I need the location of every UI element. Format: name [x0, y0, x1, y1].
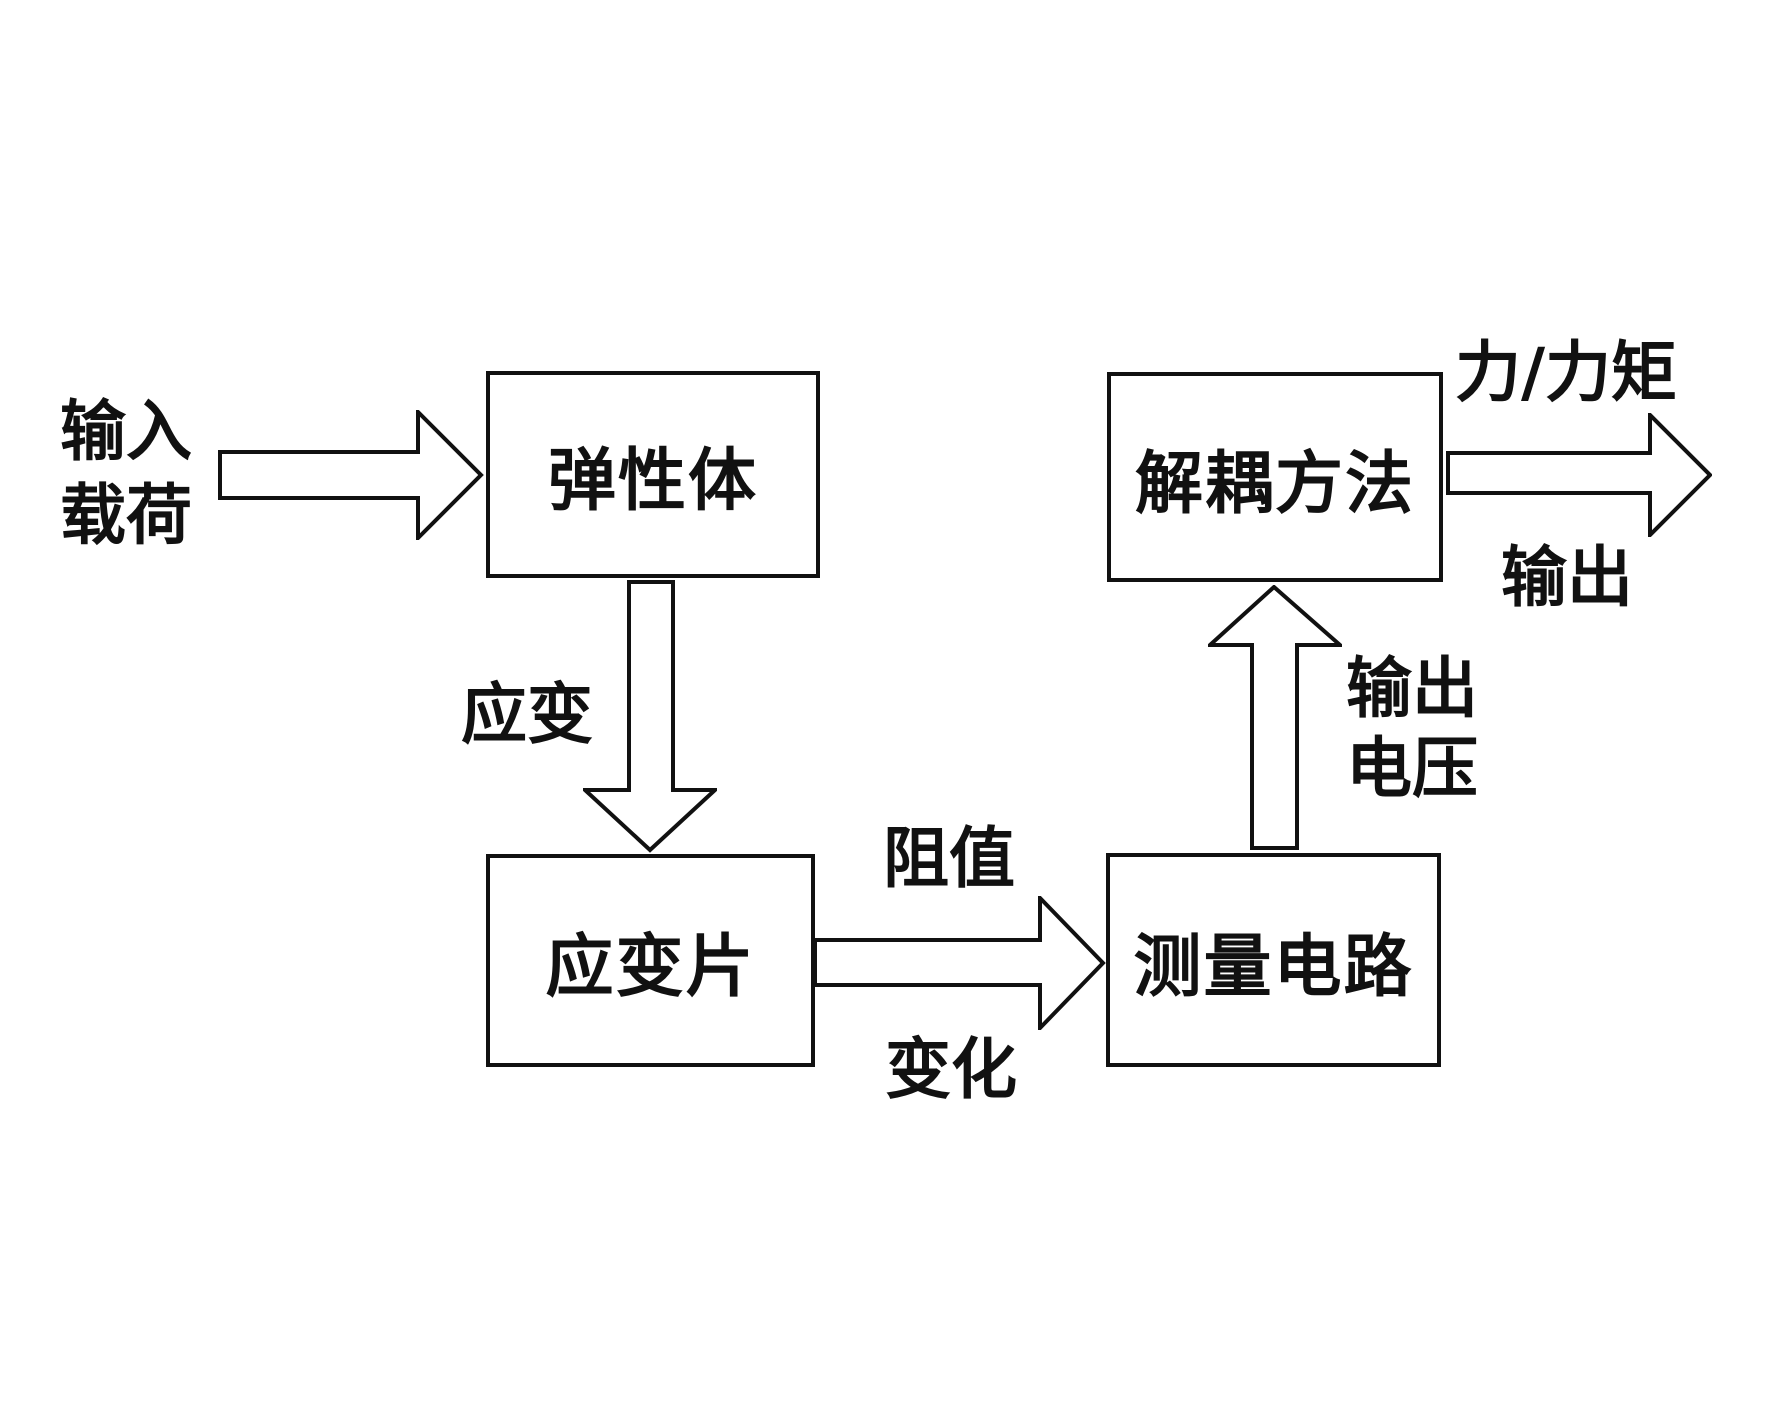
output-arrow: [1446, 413, 1712, 537]
node-decoupling-method-label: 解耦方法: [1134, 444, 1415, 524]
node-strain-gauge-label: 应变片: [545, 928, 756, 1007]
resistance-value-label: 阻值: [883, 820, 1015, 897]
node-measurement-circuit-label: 测量电路: [1133, 927, 1414, 1007]
force-torque-label: 力/力矩: [1454, 334, 1678, 411]
input-load-line1: 输入: [60, 393, 192, 470]
node-decoupling-method: 解耦方法: [1107, 372, 1443, 582]
resistance-arrow: [813, 896, 1106, 1030]
output-voltage-line1: 输出: [1346, 650, 1478, 727]
strain-arrow: [583, 580, 717, 853]
node-measurement-circuit: 测量电路: [1106, 853, 1441, 1067]
voltage-arrow: [1208, 585, 1342, 850]
input-arrow: [218, 410, 484, 540]
node-strain-gauge: 应变片: [486, 854, 815, 1067]
input-load-label: 输入 载荷: [60, 390, 192, 558]
output-voltage-line2: 电压: [1346, 730, 1478, 807]
output-voltage-label: 输出 电压: [1346, 649, 1478, 809]
strain-label: 应变: [461, 676, 593, 753]
resistance-change-label: 变化: [885, 1031, 1017, 1108]
output-label: 输出: [1501, 539, 1633, 616]
input-load-line2: 载荷: [60, 477, 192, 554]
node-elastic-body: 弹性体: [486, 371, 820, 578]
node-elastic-body-label: 弹性体: [547, 442, 758, 521]
